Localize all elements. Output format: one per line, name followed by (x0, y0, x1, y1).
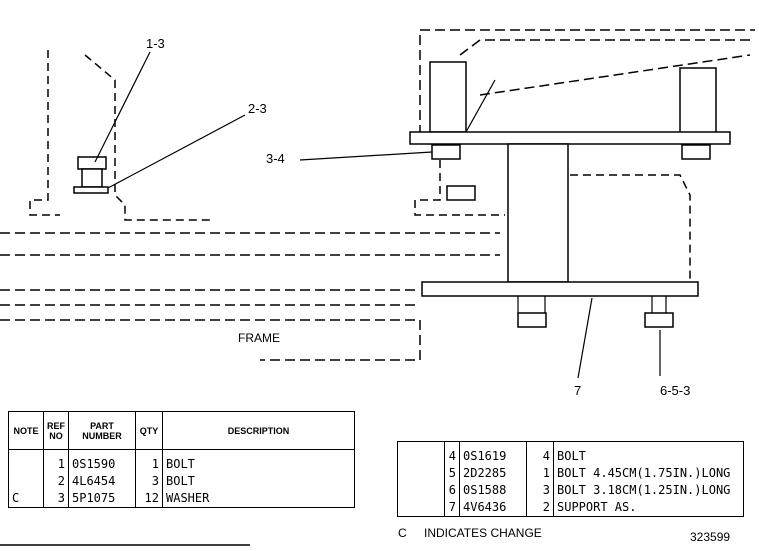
bolt-mid (446, 185, 476, 201)
qty-3: 12 (144, 491, 159, 505)
mount-lower-outline (414, 160, 505, 216)
parts-table-2: 4 5 6 7 0S1619 2D2285 0S1588 4V6436 4 1 3 2 BOLT B… (397, 441, 744, 517)
qty-6: 3 (542, 483, 550, 497)
header-desc: DESCRIPTION (162, 411, 355, 450)
part-1: 0S1590 (72, 457, 116, 471)
leader-2-3 (107, 114, 246, 189)
part-7: 4V6436 (463, 500, 507, 514)
callout-6-5-3: 6-5-3 (660, 383, 691, 398)
ref-6: 6 (448, 483, 456, 497)
t2-note (401, 448, 441, 465)
qty-4: 4 (542, 449, 550, 463)
leader-7 (577, 297, 593, 379)
bolt-6-5-3 (644, 312, 674, 328)
callout-2-3: 2-3 (248, 101, 267, 116)
qty-7: 2 (542, 500, 550, 514)
qty-2: 3 (151, 474, 159, 488)
desc-6: BOLT 3.18CM(1.25IN.)LONG (557, 483, 731, 497)
header-ref: REF NO (43, 411, 69, 450)
ref-4: 4 (448, 449, 456, 463)
cab-inner (479, 54, 751, 96)
support-column (507, 143, 569, 283)
ref-7: 7 (448, 500, 456, 514)
desc-1: BOLT (166, 457, 195, 471)
upper-plate (409, 131, 731, 145)
part-6: 0S1588 (463, 483, 507, 497)
drawing-number: 323599 (690, 530, 731, 544)
qty-1: 1 (151, 457, 159, 471)
left-bracket-edge (84, 54, 210, 221)
desc-3: WASHER (166, 491, 210, 505)
qty-5: 1 (542, 466, 550, 480)
desc-4: BOLT (557, 449, 586, 463)
leader-3-4 (299, 151, 433, 161)
callout-3-4: 3-4 (266, 151, 285, 166)
header-part: PART NUMBER (68, 411, 136, 450)
header-note: NOTE (8, 411, 44, 450)
left-bracket-outline (29, 50, 60, 216)
frame-label: FRAME (238, 331, 280, 345)
table-row (12, 456, 40, 473)
bolt-upper-right (681, 144, 711, 160)
part-5: 2D2285 (463, 466, 507, 480)
desc-5: BOLT 4.45CM(1.75IN.)LONG (557, 466, 731, 480)
leader-1-3 (94, 51, 151, 163)
cab-outline-2 (459, 39, 755, 56)
lower-plate (421, 281, 699, 297)
cab-outline (419, 29, 755, 135)
part-2: 4L6454 (72, 474, 116, 488)
ref-2: 2 (57, 474, 65, 488)
callout-7: 7 (574, 383, 582, 398)
callout-1-3: 1-3 (146, 36, 165, 51)
ref-1: 1 (57, 457, 65, 471)
header-qty: QTY (135, 411, 163, 450)
bolt-3-4 (431, 144, 461, 160)
ref-3: 3 (57, 491, 65, 505)
mount-right-outline (570, 174, 691, 280)
post-right (679, 67, 717, 135)
ref-5: 5 (448, 466, 456, 480)
desc-2: BOLT (166, 474, 195, 488)
legend-text: INDICATES CHANGE (424, 526, 542, 540)
desc-7: SUPPORT AS. (557, 500, 637, 514)
part-4: 0S1619 (463, 449, 507, 463)
parts-table-1: NOTE REF NO PART NUMBER QTY DESCRIPTION … (8, 411, 355, 508)
legend-code: C (398, 526, 407, 540)
bolt-1-3 (73, 156, 109, 194)
post-left (429, 61, 467, 133)
part-3: 5P1075 (72, 491, 116, 505)
bolt-lower-left (517, 312, 547, 328)
frame-box (0, 319, 421, 361)
note-c: C (12, 491, 20, 505)
